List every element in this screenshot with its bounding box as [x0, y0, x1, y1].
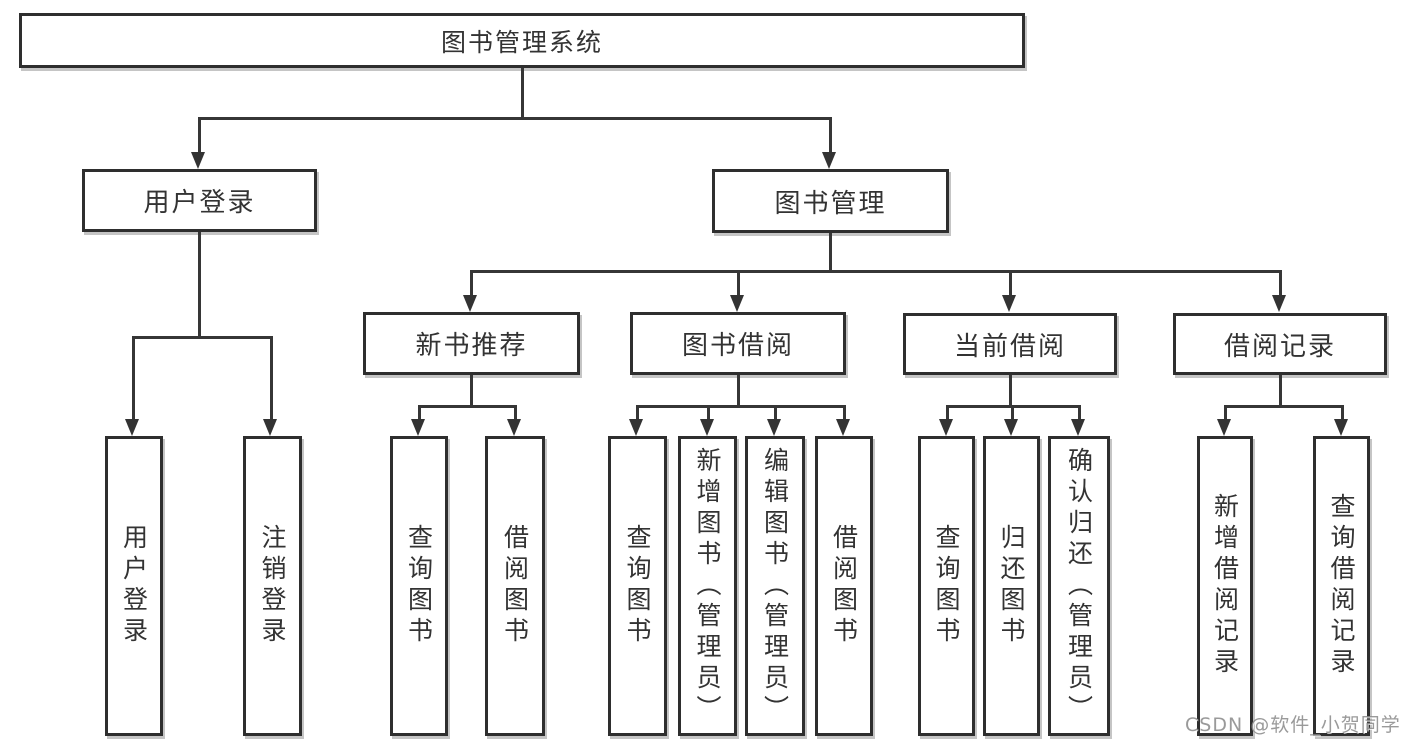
connector-line — [470, 270, 473, 295]
node-label: 归还图书 — [997, 524, 1026, 648]
arrowhead-down-icon — [629, 419, 643, 436]
connector-line — [521, 68, 524, 117]
node-label: 图书借阅 — [681, 331, 794, 361]
arrowhead-down-icon — [1004, 419, 1018, 436]
connector-line — [470, 375, 473, 405]
connector-line — [946, 405, 949, 420]
connector-line — [737, 375, 740, 405]
node-label: 查询借阅记录 — [1327, 493, 1356, 679]
leaf-confirm-return-admin: 确认归还（管理员） — [1048, 436, 1110, 736]
arrowhead-down-icon — [700, 419, 714, 436]
leaf-logout: 注销登录 — [243, 436, 302, 736]
node-library-management-system: 图书管理系统 — [19, 13, 1025, 68]
connector-line — [636, 405, 845, 408]
node-label: 查询图书 — [623, 524, 652, 648]
connector-line — [198, 232, 201, 336]
connector-line — [132, 336, 273, 339]
node-current-borrow: 当前借阅 — [903, 313, 1117, 375]
leaf-query-borrow-record: 查询借阅记录 — [1313, 436, 1370, 736]
connector-line — [829, 117, 832, 153]
arrowhead-down-icon — [263, 419, 277, 436]
connector-line — [737, 270, 740, 295]
node-label: 图书管理 — [774, 188, 887, 219]
arrowhead-down-icon — [730, 295, 744, 312]
node-label: 当前借阅 — [953, 331, 1066, 362]
node-label: 用户登录 — [119, 524, 149, 648]
leaf-return-book: 归还图书 — [983, 436, 1040, 736]
leaf-borrow-books: 借阅图书 — [815, 436, 873, 736]
leaf-add-book-admin: 新增图书（管理员） — [678, 436, 737, 736]
node-book-borrow: 图书借阅 — [630, 312, 846, 375]
leaf-add-borrow-record: 新增借阅记录 — [1197, 436, 1253, 736]
node-borrow-records: 借阅记录 — [1173, 313, 1387, 375]
node-book-management: 图书管理 — [712, 169, 949, 233]
leaf-query-books-borrow: 查询图书 — [608, 436, 667, 736]
connector-line — [1011, 405, 1014, 420]
node-label: 新增图书（管理员） — [693, 446, 722, 726]
arrowhead-down-icon — [1071, 419, 1085, 436]
node-label: 编辑图书（管理员） — [760, 446, 790, 726]
arrowhead-down-icon — [507, 419, 521, 436]
connector-line — [418, 405, 516, 408]
csdn-watermark: CSDN @软件_小贺同学 — [1185, 714, 1401, 736]
arrowhead-down-icon — [836, 419, 850, 436]
arrowhead-down-icon — [125, 419, 139, 436]
connector-line — [1341, 405, 1344, 420]
connector-line — [1224, 405, 1227, 420]
node-label: 新增借阅记录 — [1210, 493, 1240, 679]
connector-line — [198, 117, 831, 120]
leaf-query-books-recommend: 查询图书 — [390, 436, 448, 736]
node-label: 查询图书 — [932, 524, 961, 648]
leaf-user-login: 用户登录 — [105, 436, 163, 736]
arrowhead-down-icon — [463, 295, 477, 312]
connector-line — [132, 336, 135, 419]
connector-line — [843, 405, 846, 420]
arrowhead-down-icon — [939, 419, 953, 436]
node-label: 借阅记录 — [1223, 331, 1336, 362]
node-label: 注销登录 — [258, 524, 287, 648]
leaf-borrow-books-recommend: 借阅图书 — [485, 436, 545, 736]
connector-line — [1009, 270, 1012, 295]
arrowhead-down-icon — [1334, 419, 1348, 436]
connector-line — [198, 117, 201, 153]
arrowhead-down-icon — [411, 419, 425, 436]
leaf-edit-book-admin: 编辑图书（管理员） — [745, 436, 805, 736]
node-label: 查询图书 — [404, 524, 434, 648]
connector-line — [514, 405, 517, 420]
connector-line — [636, 405, 639, 420]
connector-line — [418, 405, 421, 420]
connector-line — [1224, 405, 1343, 408]
node-label: 借阅图书 — [829, 524, 859, 648]
arrowhead-down-icon — [822, 152, 836, 169]
connector-line — [270, 336, 273, 419]
node-new-book-recommend: 新书推荐 — [363, 312, 580, 375]
arrowhead-down-icon — [1002, 295, 1016, 312]
node-user-login: 用户登录 — [82, 169, 317, 232]
connector-line — [470, 270, 1281, 273]
connector-line — [829, 233, 832, 270]
node-label: 图书管理系统 — [440, 27, 603, 57]
connector-line — [1279, 375, 1282, 405]
node-label: 确认归还（管理员） — [1064, 446, 1094, 726]
connector-line — [707, 405, 710, 420]
node-label: 借阅图书 — [500, 524, 530, 648]
leaf-query-books-current: 查询图书 — [918, 436, 975, 736]
connector-line — [1279, 270, 1282, 295]
connector-line — [774, 405, 777, 420]
node-label: 新书推荐 — [415, 331, 528, 361]
arrowhead-down-icon — [1272, 295, 1286, 312]
arrowhead-down-icon — [767, 419, 781, 436]
arrowhead-down-icon — [1217, 419, 1231, 436]
connector-line — [1078, 405, 1081, 420]
node-label: 用户登录 — [143, 188, 256, 218]
connector-line — [1009, 375, 1012, 405]
arrowhead-down-icon — [191, 152, 205, 169]
